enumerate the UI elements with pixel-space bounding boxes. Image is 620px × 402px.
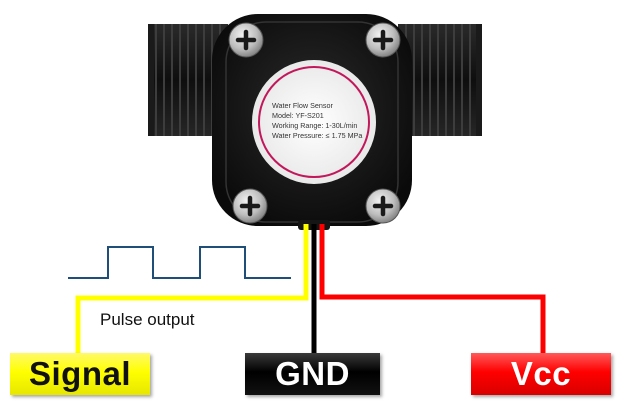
screw-top-right [365, 22, 401, 58]
vcc-wire [319, 224, 546, 356]
plus-screw-icon [372, 29, 394, 51]
gnd-pin-text: GND [275, 355, 350, 392]
pulse-output-label: Pulse output [100, 310, 195, 329]
sensor-range: Working Range: 1-30L/min [272, 121, 357, 130]
plus-screw-icon [235, 29, 257, 51]
signal-wire [75, 224, 309, 356]
signal-pin-label: Signal [10, 353, 150, 395]
sensor-name: Water Flow Sensor [272, 101, 333, 110]
vcc-pin-text: Vcc [510, 355, 572, 392]
screw-top-left [228, 22, 264, 58]
plus-screw-icon [239, 195, 261, 217]
sensor-label-face: Water Flow Sensor Model: YF-S201 Working… [252, 60, 376, 184]
vcc-pin-label: Vcc [471, 353, 611, 395]
screw-bottom-left [232, 188, 268, 224]
sensor-model: Model: YF-S201 [272, 111, 324, 120]
sensor-pressure: Water Pressure: ≤ 1.75 MPa [272, 131, 362, 140]
screw-bottom-right [365, 188, 401, 224]
plus-screw-icon [372, 195, 394, 217]
gnd-pin-label: GND [245, 353, 380, 395]
signal-pin-text: Signal [28, 355, 132, 392]
pulse-waveform [68, 246, 291, 279]
